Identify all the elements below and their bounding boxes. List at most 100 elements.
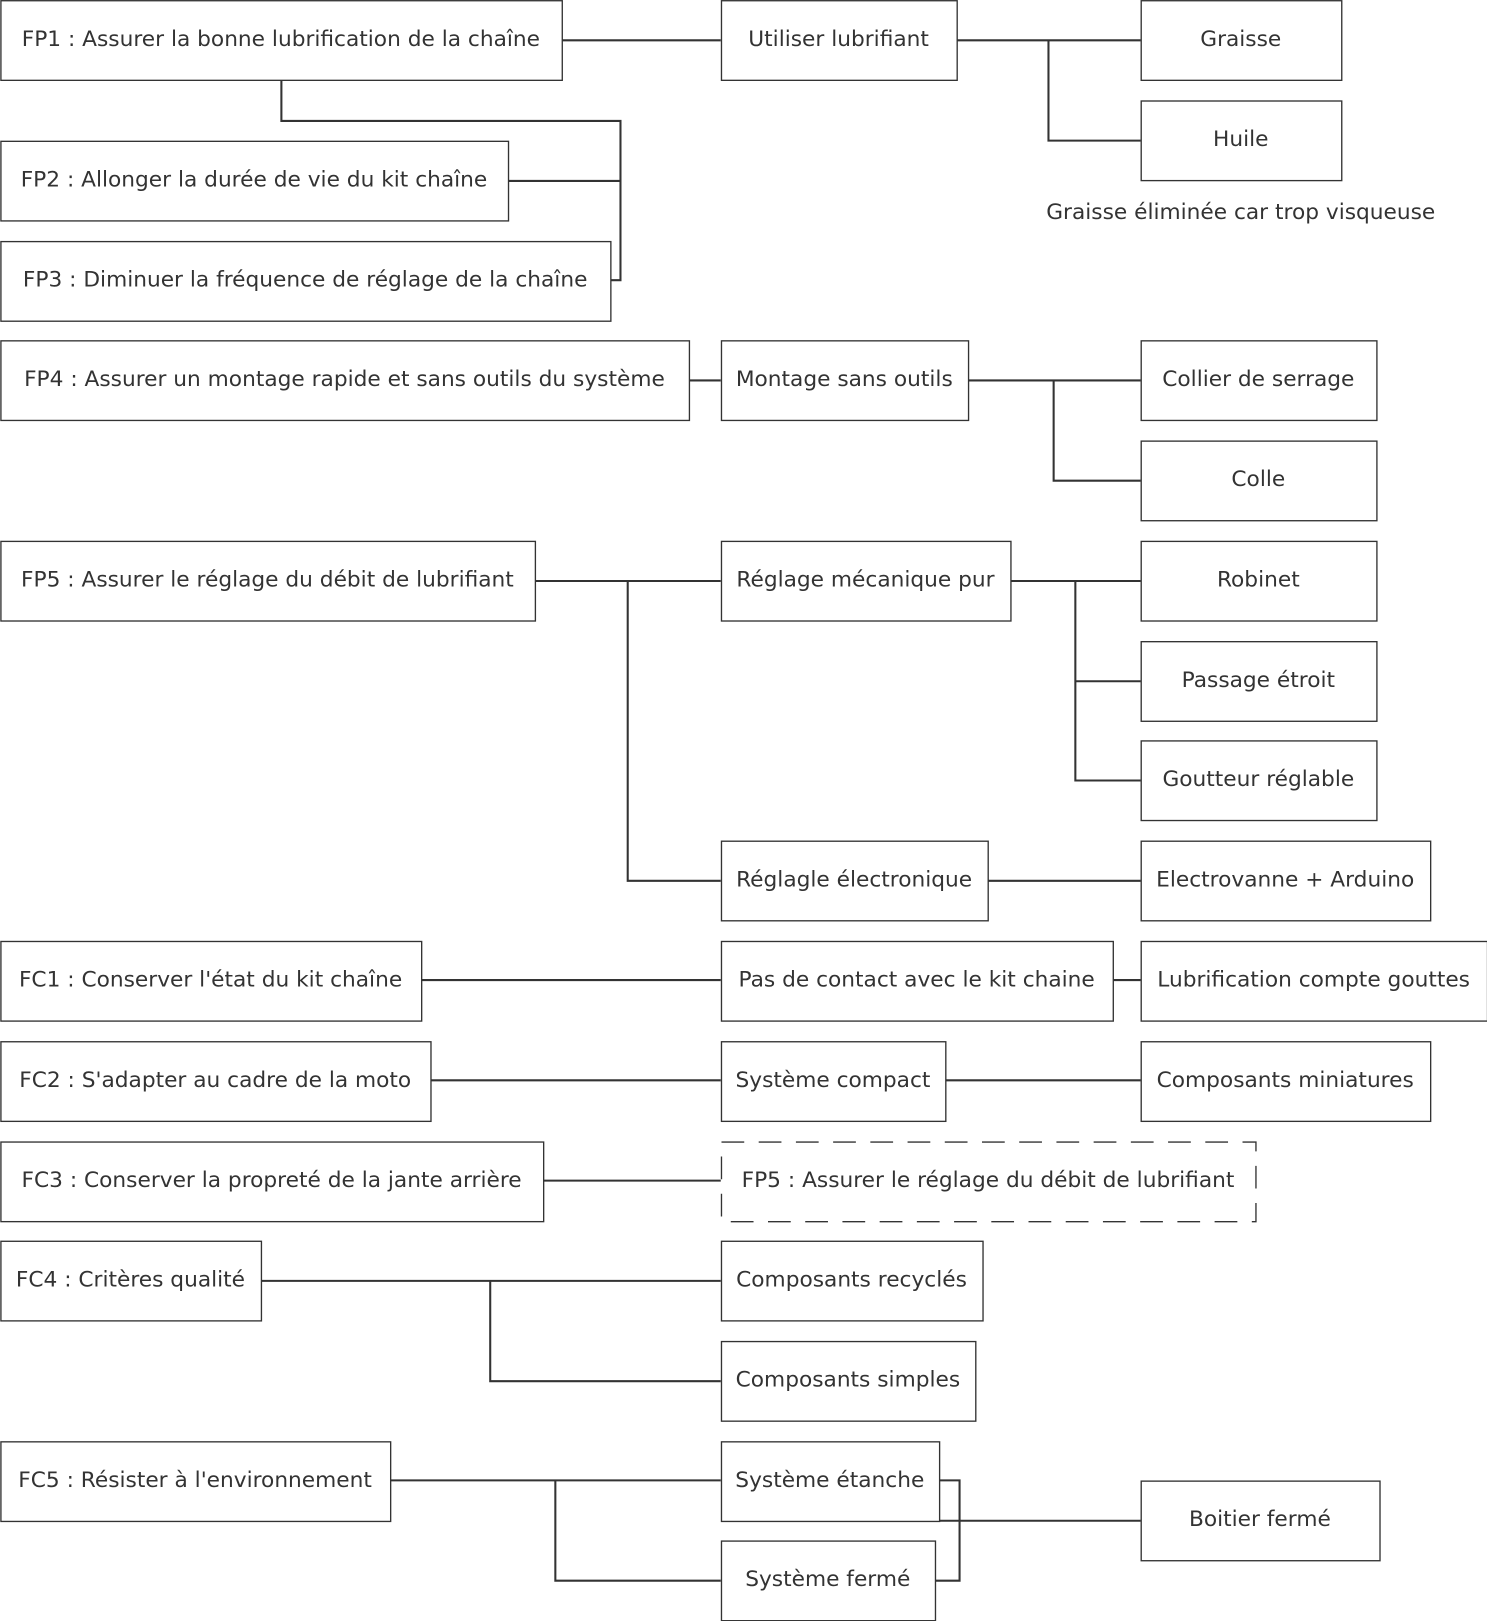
box-border <box>1140 1041 1432 1123</box>
box-label: Pas de contact avec le kit chaine <box>739 968 1095 993</box>
box-label: Système fermé <box>745 1567 910 1592</box>
box-border <box>1140 540 1378 622</box>
box-border <box>0 340 691 422</box>
box-border <box>1140 1480 1381 1562</box>
box-fp5: FP5 : Assurer le réglage du débit de lub… <box>0 540 537 622</box>
box-border <box>0 1141 545 1223</box>
box-fc1: FC1 : Conserver l'état du kit chaîne <box>0 940 423 1022</box>
box-pas-contact: Pas de contact avec le kit chaine <box>720 940 1114 1022</box>
connector-line <box>280 79 622 282</box>
box-collier: Collier de serrage <box>1140 340 1378 422</box>
box-label: Réglage mécanique pur <box>736 567 994 592</box>
box-border <box>0 140 510 222</box>
box-border <box>720 1441 941 1523</box>
box-border <box>1140 0 1343 81</box>
box-label: Collier de serrage <box>1162 367 1354 392</box>
box-label: FP3 : Diminuer la fréquence de réglage d… <box>23 268 588 293</box>
box-label: Huile <box>1213 127 1268 152</box>
box-fp3: FP3 : Diminuer la fréquence de réglage d… <box>0 240 612 322</box>
box-border <box>720 1041 947 1123</box>
box-simples: Composants simples <box>720 1340 977 1422</box>
box-border <box>720 540 1012 622</box>
box-fp1: FP1 : Assurer la bonne lubrification de … <box>0 0 563 81</box>
box-utiliser: Utiliser lubrifiant <box>720 0 958 81</box>
box-fp5-ref: FP5 : Assurer le réglage du débit de lub… <box>720 1141 1257 1223</box>
box-border <box>0 540 537 622</box>
box-fc5: FC5 : Résister à l'environnement <box>0 1441 392 1523</box>
box-border <box>720 940 1114 1022</box>
box-border <box>0 1441 392 1523</box>
box-border <box>0 940 423 1022</box>
box-border <box>1140 840 1432 922</box>
box-label: Goutteur réglable <box>1162 767 1354 792</box>
box-label: Système compact <box>735 1068 930 1093</box>
box-fc3: FC3 : Conserver la propreté de la jante … <box>0 1141 545 1223</box>
box-border <box>0 240 612 322</box>
box-etanche: Système étanche <box>720 1441 941 1523</box>
box-label: FP2 : Allonger la durée de vie du kit ch… <box>21 167 488 192</box>
connector-line <box>1047 40 1141 142</box>
box-robinet: Robinet <box>1140 540 1378 622</box>
box-border <box>720 0 958 81</box>
box-border <box>720 1141 1257 1223</box>
box-border <box>720 340 970 422</box>
box-label: Système étanche <box>735 1468 924 1493</box>
box-fc4: FC4 : Critères qualité <box>0 1240 263 1322</box>
box-border <box>0 1240 263 1322</box>
box-ferme: Système fermé <box>720 1540 937 1621</box>
box-lubrif-cpt: Lubrification compte gouttes <box>1140 940 1487 1022</box>
box-label: FC1 : Conserver l'état du kit chaîne <box>19 968 402 993</box>
box-label: Composants simples <box>736 1368 960 1393</box>
box-electro: Electrovanne + Arduino <box>1140 840 1432 922</box>
box-border <box>720 1240 984 1322</box>
box-recycles: Composants recyclés <box>720 1240 984 1322</box>
box-label: Composants recyclés <box>736 1267 967 1292</box>
box-label: FP5 : Assurer le réglage du débit de lub… <box>21 567 514 592</box>
box-border <box>1140 940 1487 1022</box>
box-compact: Système compact <box>720 1041 947 1123</box>
box-goutteur: Goutteur réglable <box>1140 740 1378 822</box>
box-montage: Montage sans outils <box>720 340 970 422</box>
box-huile: Huile <box>1140 100 1343 182</box>
box-label: Electrovanne + Arduino <box>1156 867 1414 892</box>
box-reg-elec: Réglagle électronique <box>720 840 989 922</box>
box-colle: Colle <box>1140 440 1378 522</box>
box-boitier: Boitier fermé <box>1140 1480 1381 1562</box>
connector-line <box>1074 580 1141 782</box>
box-label: FC3 : Conserver la propreté de la jante … <box>22 1168 522 1193</box>
box-label: FC2 : S'adapter au cadre de la moto <box>19 1068 411 1093</box>
box-label: FP5 : Assurer le réglage du débit de lub… <box>742 1168 1235 1193</box>
box-fp4: FP4 : Assurer un montage rapide et sans … <box>0 340 691 422</box>
note-text: Graisse éliminée car trop visqueuse <box>1046 200 1435 225</box>
box-graisse: Graisse <box>1140 0 1343 81</box>
connector-line <box>489 1280 721 1383</box>
connector-line <box>1052 380 1141 482</box>
box-label: Robinet <box>1217 567 1300 592</box>
box-fp2: FP2 : Allonger la durée de vie du kit ch… <box>0 140 510 222</box>
box-label: FP4 : Assurer un montage rapide et sans … <box>24 367 665 392</box>
box-label: Lubrification compte gouttes <box>1157 968 1470 993</box>
box-border <box>1140 440 1378 522</box>
box-passage: Passage étroit <box>1140 641 1378 722</box>
box-label: FC5 : Résister à l'environnement <box>18 1468 372 1493</box>
box-border <box>1140 740 1378 822</box>
box-label: Utiliser lubrifiant <box>748 27 929 52</box>
box-label: FP1 : Assurer la bonne lubrification de … <box>22 27 540 52</box>
box-label: FC4 : Critères qualité <box>16 1267 245 1292</box>
box-miniatures: Composants miniatures <box>1140 1041 1432 1123</box>
connector-lines <box>260 39 1141 1582</box>
box-border <box>720 840 989 922</box>
box-border <box>1140 100 1343 182</box>
box-label: Boitier fermé <box>1189 1507 1331 1532</box>
box-label: Passage étroit <box>1182 668 1335 693</box>
box-label: Colle <box>1231 467 1285 492</box>
box-border <box>0 1041 432 1123</box>
box-border <box>1140 340 1378 422</box>
box-reg-meca: Réglage mécanique pur <box>720 540 1012 622</box>
box-label: Montage sans outils <box>736 367 953 392</box>
box-label: Composants miniatures <box>1157 1068 1414 1093</box>
box-fc2: FC2 : S'adapter au cadre de la moto <box>0 1041 432 1123</box>
box-border <box>0 0 563 81</box>
